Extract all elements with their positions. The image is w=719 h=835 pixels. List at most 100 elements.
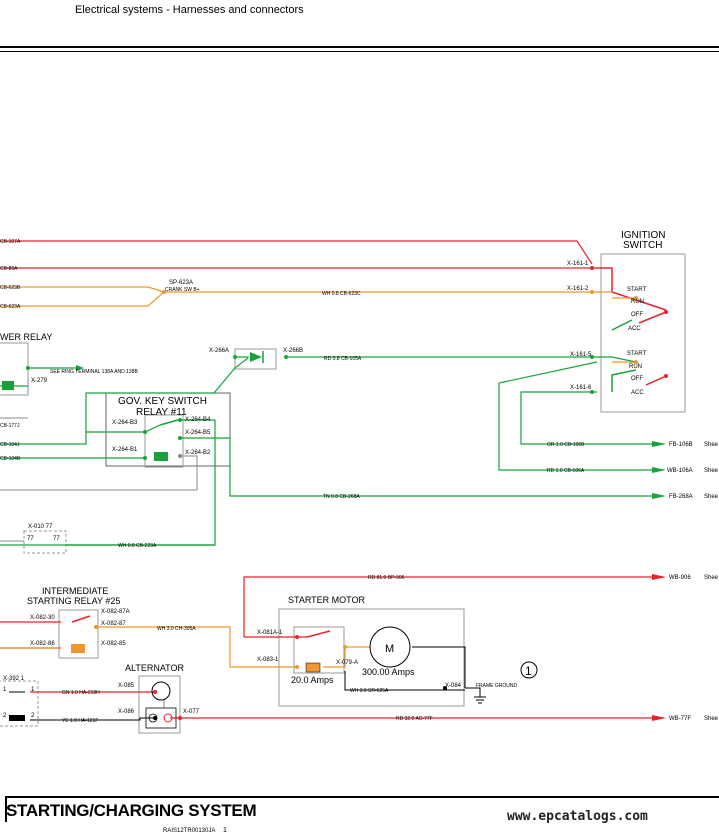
x392-connector-box: [0, 680, 39, 727]
conn-x392: X-392 1: [3, 676, 25, 682]
watermark: www.epcatalogs.com: [507, 809, 648, 824]
wire-rd906: [243, 576, 663, 637]
wire-rd106a: [498, 361, 663, 471]
ignition-red-arm-2: [645, 375, 667, 386]
conn-x264-b4: X-264-B4: [185, 417, 211, 423]
conn-x010-pin-b: 77: [53, 536, 60, 542]
wire-cb623a: [0, 291, 165, 307]
wire-cb107a: [0, 240, 593, 265]
conn-x082-85: X-082-85: [101, 641, 126, 647]
starter-motor-symbol: [369, 626, 411, 668]
conn-x161-6: X-161-6: [570, 385, 592, 391]
see-ring-terminal-note: SEE RING TERMINAL 138A AND 138B: [50, 369, 138, 375]
conn-x392-pin2b: 2: [31, 713, 35, 719]
intermediate-red-contact: [71, 615, 91, 623]
splice-desc: CRANK SW B+: [165, 287, 200, 293]
splice-name: SP-623A: [169, 280, 193, 286]
wire-label-wh623c: WH 0.8 CB-623C: [322, 291, 361, 297]
sheet-word-wb77f: Shee: [704, 716, 719, 722]
solenoid-rating: 20.0 Amps: [291, 675, 334, 685]
conn-x161-2: X-161-2: [567, 286, 589, 292]
alternator-output-symbol: [163, 713, 173, 723]
intermediate-relay-title-1: INTERMEDIATE: [42, 586, 108, 596]
conn-x264-b5: X-264-B5: [185, 430, 211, 436]
alternator-regulator-symbol: [151, 681, 171, 701]
conn-x279: X-279: [31, 378, 48, 384]
ignition-pos-off-2: OFF: [631, 376, 643, 382]
wire-label-cb623b: CB-623B: [0, 285, 21, 291]
footer-document-code: RAIS12TR00130JA: [163, 828, 216, 834]
conn-x077: X-077: [183, 709, 200, 715]
wire-label-or106b: OR 1.0 CB-106B: [547, 442, 585, 448]
conn-x085: X-085: [118, 683, 135, 689]
conn-x081a: X-081A-1: [257, 630, 283, 636]
gov-relay-b5-up: [180, 437, 663, 497]
ignition-pos-acc-2: ACC: [631, 390, 644, 396]
node-dot: [590, 355, 594, 359]
conn-x082-86: X-082-86: [30, 641, 55, 647]
footer-title: STARTING/CHARGING SYSTEM: [6, 801, 257, 820]
node-dot: [143, 430, 147, 434]
starter-wh625-wire: [344, 671, 465, 691]
node-dot: [590, 266, 594, 270]
wire-label-cb89a: CB-89A: [0, 266, 18, 272]
intermediate-relay-title-2: STARTING RELAY #25: [27, 596, 120, 606]
motor-rating: 300.00 Amps: [362, 667, 415, 677]
conn-x010-pin-a: 77: [27, 536, 34, 542]
power-relay-coil: [2, 381, 14, 390]
wb77f-arrow: [652, 715, 666, 721]
ignition-pos-run-2: RUN: [629, 364, 642, 370]
sheet-ref-fb106b: FB-106B: [669, 442, 693, 448]
gov-relay-title-1: GOV. KEY SWITCH: [118, 396, 207, 407]
ignition-switch-title-1: IGNITION: [621, 230, 665, 241]
conn-x264-b2: X-264-B2: [185, 450, 211, 456]
wb106a-arrow: [652, 467, 666, 473]
conn-x161-1: X-161-1: [567, 261, 589, 267]
diode-left-lead: [235, 356, 249, 358]
conn-x010: X-010 77: [28, 524, 53, 530]
ignition-green-contact-1: [611, 369, 637, 392]
node-dot: [295, 635, 299, 639]
wb906-arrow: [652, 574, 666, 580]
ignition-green-contact-2: [611, 319, 633, 331]
wire-label-gn218h: GN 1.0 HA-218H: [62, 690, 100, 696]
node-dot: [295, 665, 299, 669]
alternator-internal-box: [145, 707, 177, 729]
node-dot: [26, 366, 30, 370]
wire-label-ye121f: YE 1.0 HA-121F: [62, 718, 98, 724]
wire-label-cb177j: CB-177J: [0, 423, 20, 429]
starter-motor-title: STARTER MOTOR: [288, 595, 366, 605]
conn-x084: X-084: [445, 683, 462, 689]
node-dot: [664, 310, 668, 314]
gov-relay-title-2: RELAY #11: [136, 407, 187, 418]
frame-ground-label: FRAME GROUND: [476, 683, 518, 689]
node-dot: [94, 625, 98, 629]
sheet-ref-fb268a: FB-268A: [669, 494, 693, 500]
node-dot: [162, 290, 166, 294]
starter-solenoid-coil: [305, 662, 321, 673]
header-rule-thick: [0, 46, 719, 48]
node-dot: [590, 390, 594, 394]
wire-label-rd906: RD 81.0 BP-906: [368, 575, 405, 581]
wire-label-cb623a: CB-623A: [0, 304, 21, 310]
wire-label-cb104b: CB-104B: [0, 456, 21, 462]
node-dot: [634, 296, 638, 300]
node-dot: [178, 418, 182, 422]
sheet-ref-wb906: WB-906: [669, 575, 691, 581]
x010-connector-box: [23, 530, 67, 554]
ignition-pos-acc-1: ACC: [628, 326, 641, 332]
node-dot: [634, 360, 638, 364]
intermediate-relay-box: [58, 609, 99, 659]
starter-motor-box: [278, 608, 465, 707]
wire-cb104j: [0, 357, 249, 445]
node-dot: [343, 645, 347, 649]
conn-x264-b1: X-264-B1: [112, 447, 138, 453]
conn-x266a: X-266A: [209, 348, 229, 354]
ignition-pos-off-1: OFF: [631, 312, 643, 318]
wire-label-wh223a: WH 0.8 CB-223A: [118, 543, 157, 549]
wire-or106b: [520, 391, 663, 445]
node-dot: [443, 686, 447, 690]
starter-red-contact: [306, 630, 331, 638]
sheet-word-fb268a: Shee: [704, 494, 719, 500]
